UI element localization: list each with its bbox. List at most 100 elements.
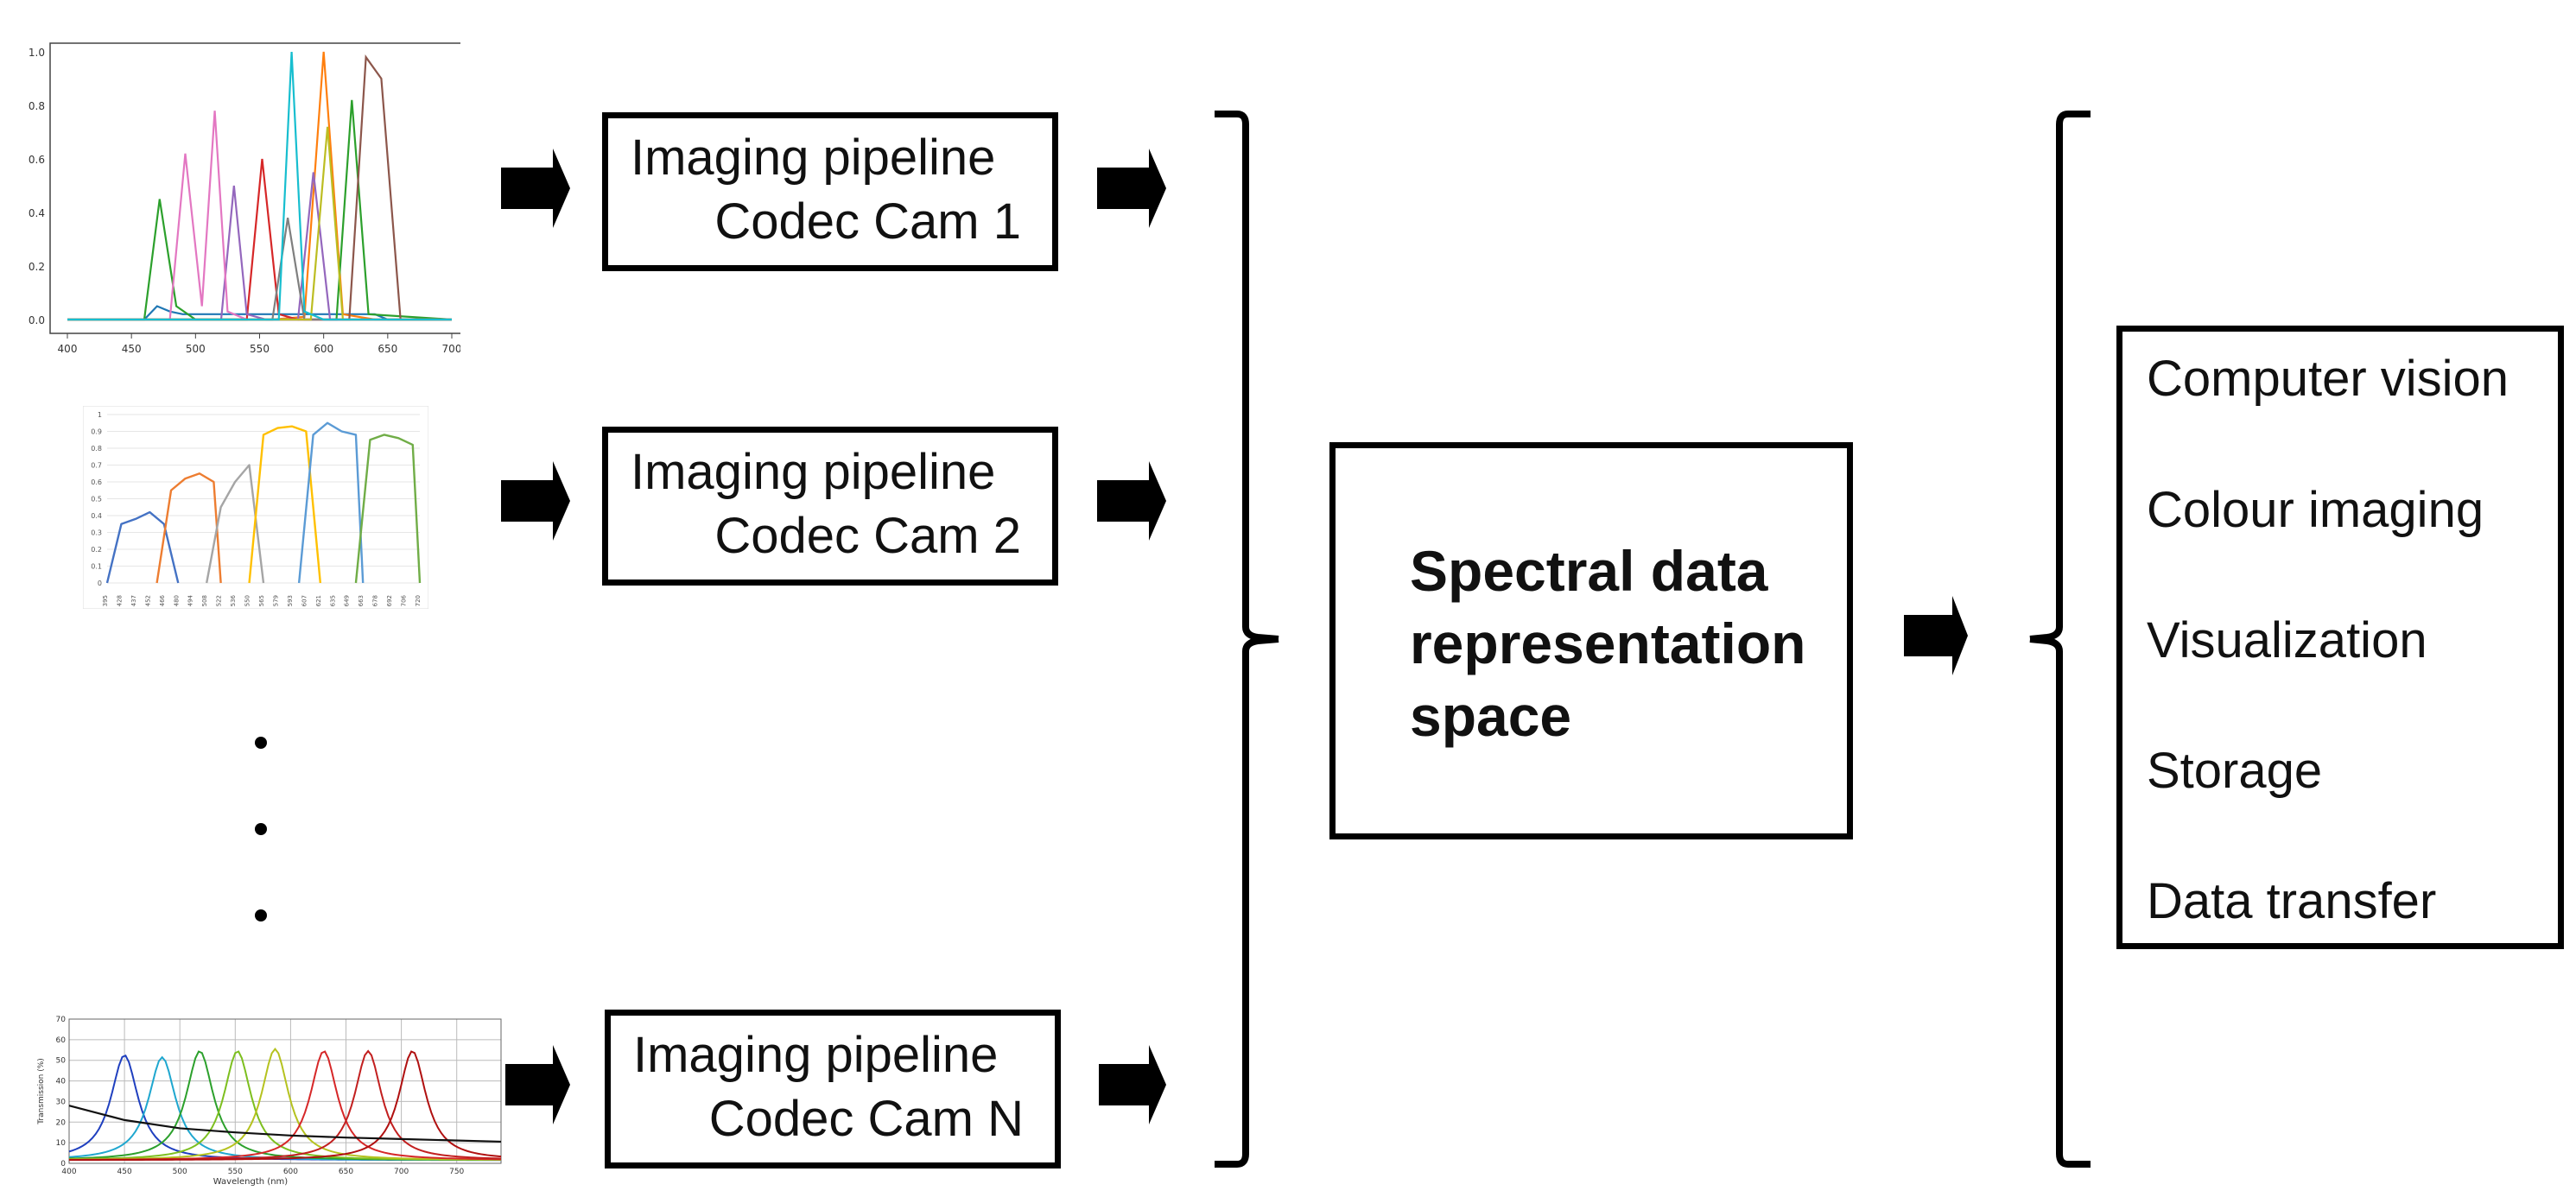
application-item: Data transfer <box>2147 873 2437 929</box>
x-tick-label: 700 <box>394 1168 409 1176</box>
x-tick-label: 649 <box>344 595 351 606</box>
x-tick-label: 494 <box>187 594 194 606</box>
y-tick-label: 0.0 <box>29 314 45 326</box>
x-tick-label: 450 <box>117 1168 132 1176</box>
application-item: Storage <box>2147 743 2323 799</box>
y-tick-label: 60 <box>56 1036 67 1045</box>
x-tick-label: 400 <box>61 1168 76 1176</box>
x-tick-label: 500 <box>173 1168 187 1176</box>
y-tick-label: 0.1 <box>91 563 102 571</box>
ellipsis-dot <box>255 909 267 922</box>
pipeline-box-camN: Imaging pipeline Codec Cam N <box>605 1010 1061 1168</box>
y-tick-label: 0.7 <box>91 462 102 470</box>
series-line <box>248 425 322 584</box>
y-tick-label: 10 <box>56 1139 67 1148</box>
y-tick-label: 0.2 <box>29 261 45 273</box>
x-tick-label: 400 <box>58 343 78 355</box>
x-tick-label: 593 <box>287 595 294 606</box>
x-tick-label: 437 <box>130 595 137 606</box>
center-line: space <box>1410 684 1572 748</box>
series-line <box>67 111 452 321</box>
arrow-icon <box>1097 461 1166 541</box>
arrow-icon <box>505 1045 570 1124</box>
x-tick-label: 720 <box>415 595 422 606</box>
y-tick-label: 40 <box>56 1078 67 1086</box>
x-tick-label: 600 <box>314 343 333 355</box>
x-tick-label: 550 <box>244 595 251 606</box>
center-line: Spectral data <box>1410 539 1768 603</box>
series-line <box>67 305 452 321</box>
x-tick-label: 750 <box>449 1168 464 1176</box>
y-tick-label: 20 <box>56 1118 67 1127</box>
application-item: Colour imaging <box>2147 482 2484 538</box>
arrow-icon <box>501 461 570 541</box>
x-tick-label: 607 <box>301 595 308 606</box>
x-tick-label: 522 <box>216 595 223 606</box>
ellipsis-dot <box>255 737 267 749</box>
y-tick-label: 0 <box>98 580 102 587</box>
ellipsis-dot <box>255 823 267 835</box>
series-line <box>105 510 180 584</box>
y-tick-label: 0.6 <box>91 478 102 486</box>
series-line <box>67 51 452 321</box>
y-tick-label: 30 <box>56 1098 67 1106</box>
x-tick-label: 635 <box>329 595 336 606</box>
x-tick-label: 650 <box>378 343 397 355</box>
pipeline-box-cam2: Imaging pipeline Codec Cam 2 <box>602 427 1058 586</box>
pipeline-title: Imaging pipeline <box>631 444 996 500</box>
y-tick-label: 0.4 <box>91 512 102 520</box>
series-line <box>155 472 222 584</box>
x-tick-label: 550 <box>228 1168 243 1176</box>
x-tick-label: 452 <box>144 595 151 606</box>
x-tick-label: 500 <box>186 343 206 355</box>
x-tick-label: 706 <box>401 594 408 606</box>
arrow-icon <box>1904 596 1968 675</box>
y-tick-label: 0 <box>60 1160 66 1168</box>
x-tick-label: 678 <box>372 595 379 606</box>
closing-brace-icon <box>1215 111 1279 1168</box>
x-tick-label: 536 <box>230 594 237 606</box>
y-tick-label: 0.8 <box>29 100 45 112</box>
y-tick-label: 1 <box>98 411 102 419</box>
y-tick-label: 0.2 <box>91 546 102 554</box>
opening-brace-icon <box>2029 111 2091 1168</box>
pipeline-camera: Codec Cam 2 <box>714 508 1021 564</box>
x-axis-label: Wavelength (nm) <box>213 1177 288 1187</box>
pipeline-box-cam1: Imaging pipeline Codec Cam 1 <box>602 112 1058 271</box>
pipeline-title: Imaging pipeline <box>631 130 996 186</box>
spectral-representation-box: Spectral data representation space <box>1329 442 1853 839</box>
chart-frame <box>68 1018 502 1164</box>
x-tick-label: 466 <box>159 594 166 606</box>
x-tick-label: 621 <box>315 595 322 606</box>
y-tick-label: 0.4 <box>29 207 45 219</box>
y-tick-label: 0.3 <box>91 529 102 537</box>
x-tick-label: 550 <box>250 343 270 355</box>
y-tick-label: 0.9 <box>91 428 102 436</box>
arrow-icon <box>1099 1045 1166 1124</box>
arrow-icon <box>501 149 570 228</box>
arrow-icon <box>1097 149 1166 228</box>
application-item: Computer vision <box>2147 351 2509 407</box>
x-tick-label: 700 <box>442 343 460 355</box>
series-line <box>354 434 422 584</box>
pipeline-title: Imaging pipeline <box>633 1027 999 1083</box>
y-tick-label: 0.6 <box>29 154 45 166</box>
peak-curve <box>68 1050 502 1162</box>
series-line <box>297 421 365 584</box>
y-tick-label: 1.0 <box>29 47 45 59</box>
applications-box: Computer vision Colour imaging Visualiza… <box>2116 326 2564 949</box>
series-line <box>206 464 265 584</box>
x-tick-label: 480 <box>173 595 180 606</box>
y-tick-label: 0.5 <box>91 496 102 504</box>
spectral-representation-label: Spectral data representation space <box>1410 535 1805 752</box>
pipeline-camera: Codec Cam 1 <box>714 193 1021 250</box>
x-tick-label: 650 <box>339 1168 353 1176</box>
pipeline-camera: Codec Cam N <box>708 1091 1024 1147</box>
